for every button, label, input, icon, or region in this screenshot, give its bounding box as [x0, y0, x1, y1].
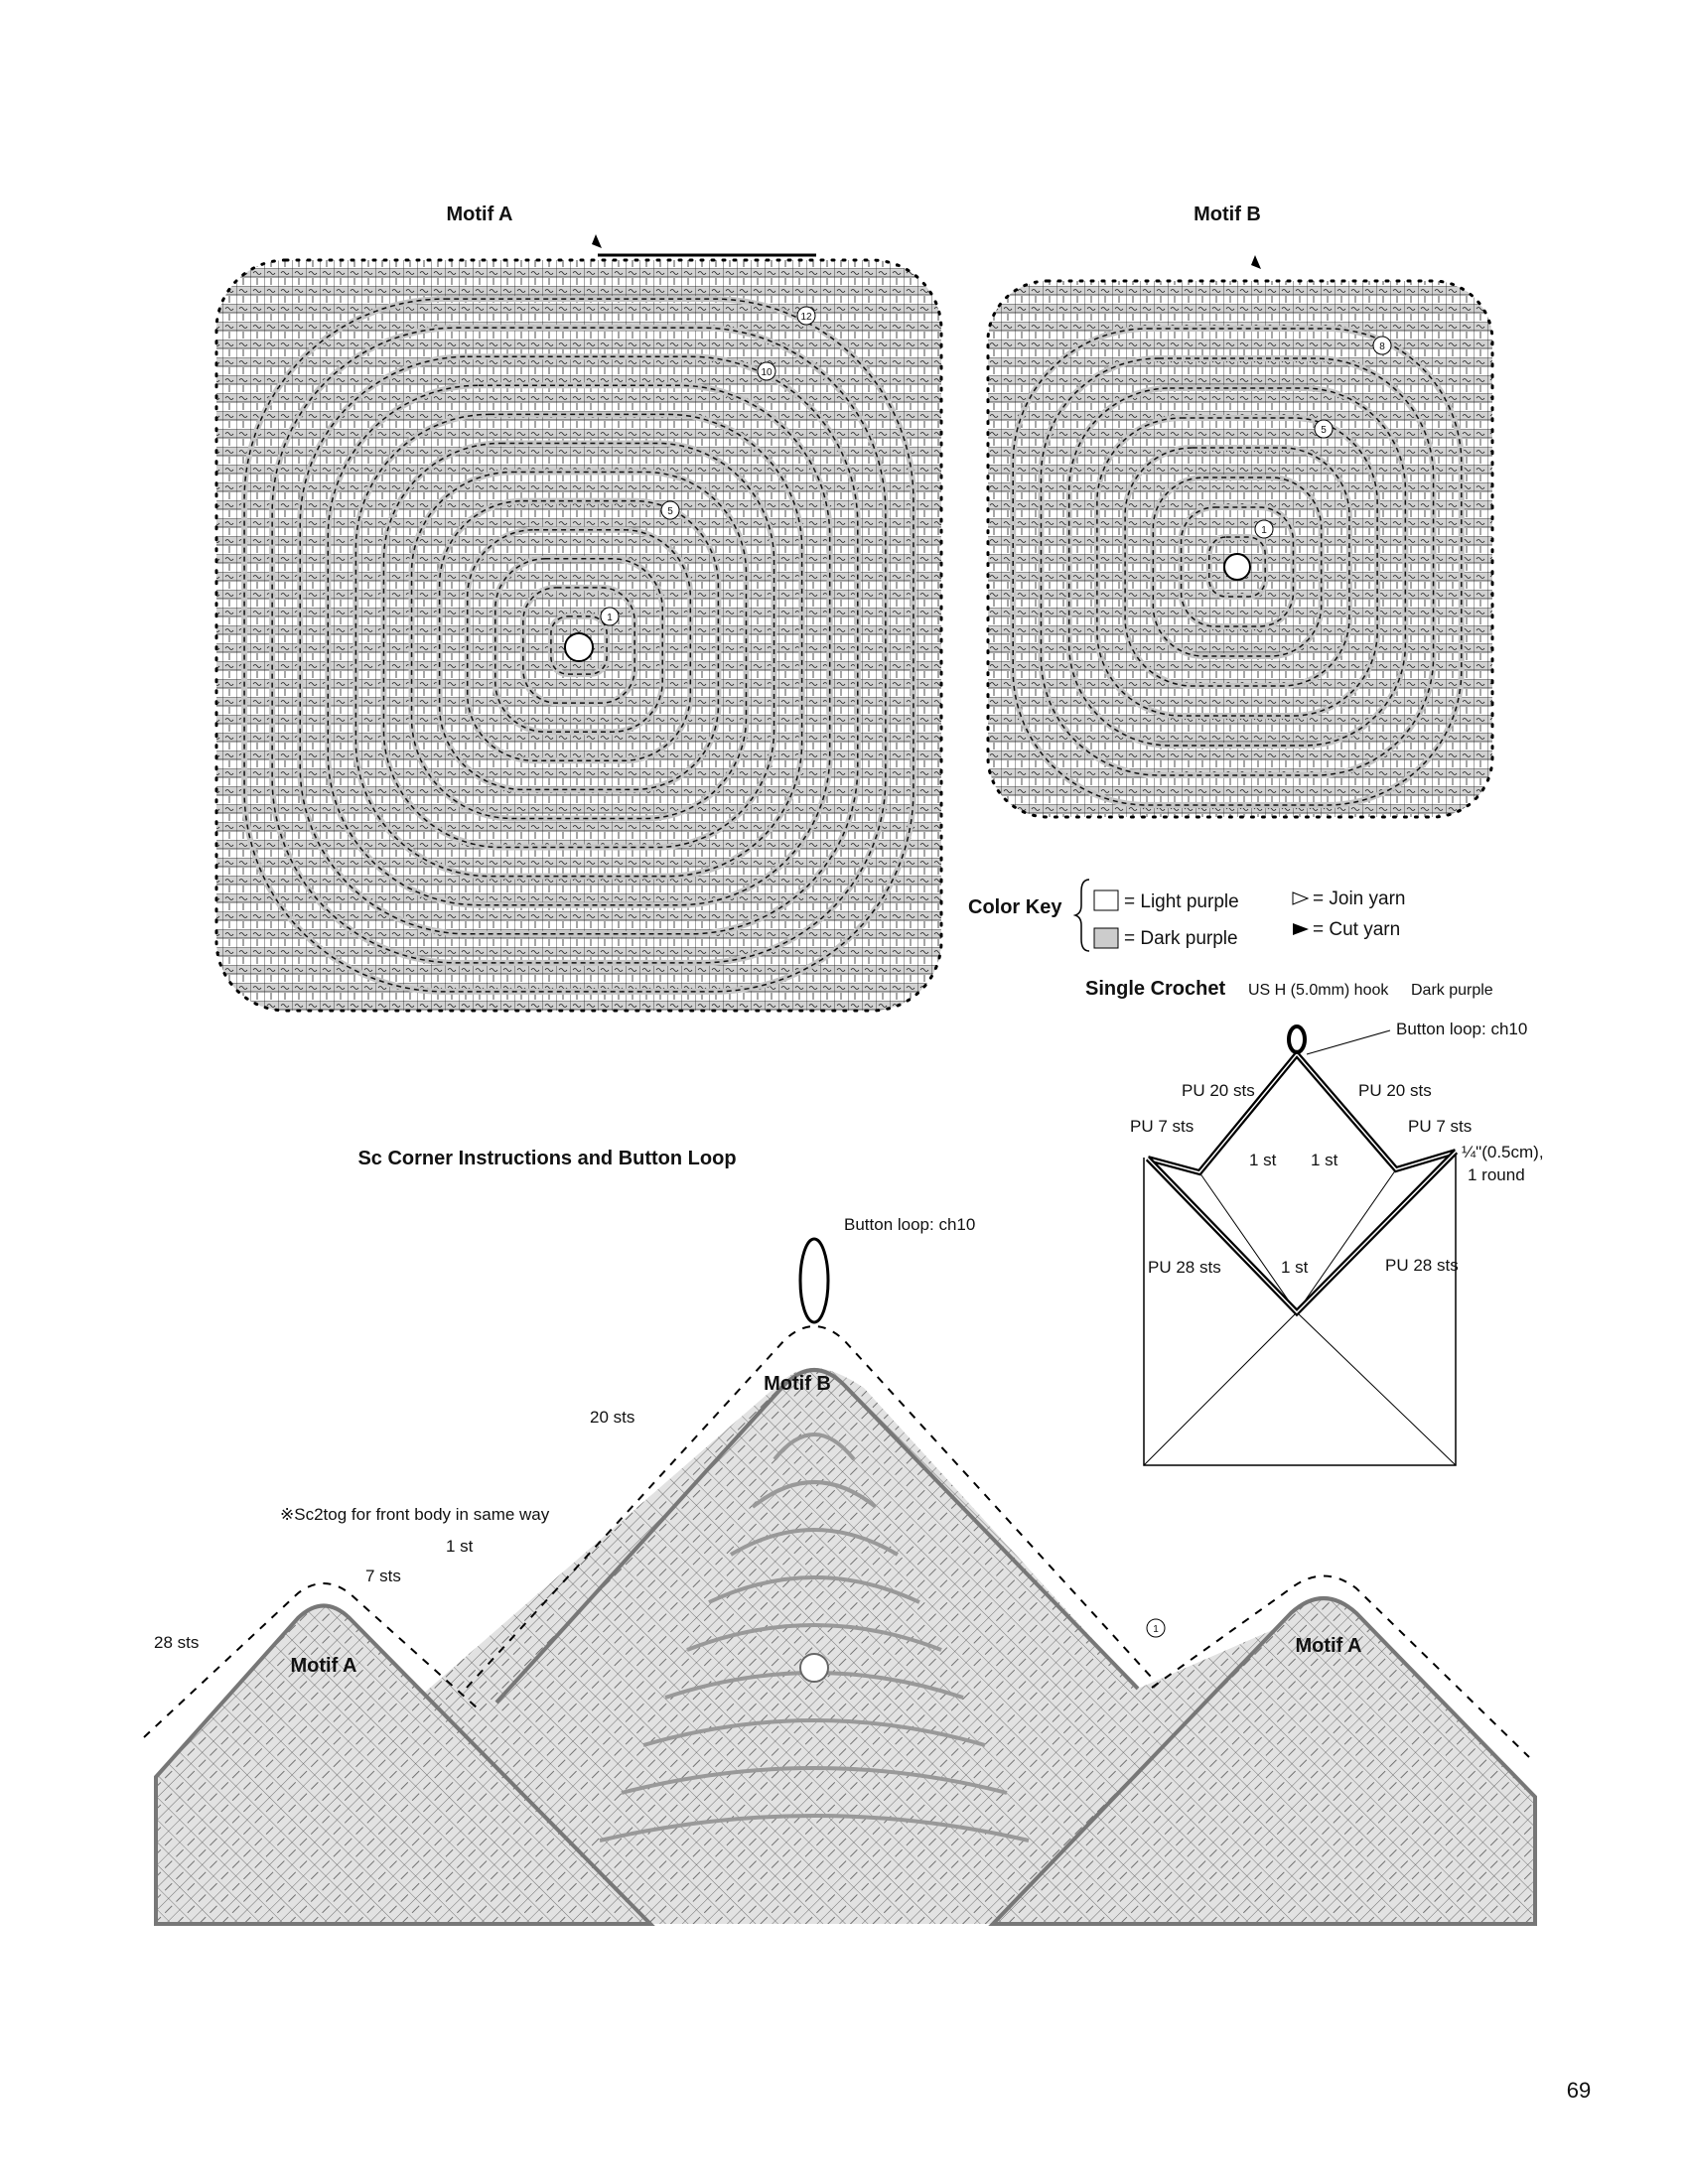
round-line: [410, 471, 748, 820]
round-label-1: 1: [1254, 519, 1274, 539]
cut-yarn-icon: [1293, 923, 1309, 935]
svg-text:= Join yarn: = Join yarn: [1313, 888, 1405, 909]
svg-text:Dark purple: Dark purple: [1411, 982, 1493, 999]
svg-text:PU 28 sts: PU 28 sts: [1385, 1256, 1459, 1275]
dark-purple-swatch: [1093, 927, 1119, 949]
svg-text:※Sc2tog for front body in same: ※Sc2tog for front body in same way: [280, 1505, 550, 1524]
round-line: [327, 384, 831, 906]
svg-text:10: 10: [761, 367, 773, 378]
button-loop-icon: [1287, 1024, 1307, 1054]
svg-text:5: 5: [1321, 425, 1327, 436]
round-label-1: 1: [600, 607, 620, 626]
svg-text:= Light purple: = Light purple: [1124, 891, 1239, 912]
round-arc: [729, 1528, 900, 1557]
svg-text:1: 1: [607, 613, 613, 623]
motif-a-title: Motif A: [446, 204, 512, 225]
round-arc: [642, 1718, 986, 1747]
round-line: [382, 442, 775, 849]
magic-ring-icon: [1223, 553, 1251, 581]
color-key: Color Key = Light purple = Dark purple =…: [968, 879, 1405, 952]
round-line: [438, 499, 720, 791]
svg-text:PU 7 sts: PU 7 sts: [1408, 1117, 1472, 1136]
svg-text:US H (5.0mm) hook: US H (5.0mm) hook: [1248, 982, 1389, 999]
round-line: [466, 528, 692, 762]
motif-a-chart: 12 10 5 1: [214, 234, 943, 1013]
svg-text:= Cut yarn: = Cut yarn: [1313, 919, 1400, 940]
cut-yarn-marker-icon: [1251, 255, 1261, 269]
round-line: [1150, 475, 1325, 659]
round-arc: [708, 1575, 920, 1604]
svg-text:7 sts: 7 sts: [365, 1567, 401, 1585]
cut-yarn-marker-icon: [592, 234, 602, 248]
round-line: [522, 587, 635, 704]
join-yarn-icon: [1292, 891, 1310, 905]
svg-text:PU 28 sts: PU 28 sts: [1148, 1258, 1221, 1277]
page-number: 69: [1567, 2078, 1591, 2103]
round-label-12: 12: [796, 306, 816, 326]
round-line: [243, 298, 914, 993]
round-line: [1180, 506, 1295, 627]
round-label-8: 8: [1372, 336, 1392, 355]
svg-text:Motif B: Motif B: [764, 1373, 831, 1395]
color-key-title: Color Key: [968, 896, 1062, 918]
svg-text:Single Crochet: Single Crochet: [1085, 978, 1225, 1000]
round-line: [1208, 536, 1266, 598]
svg-text:12: 12: [800, 312, 812, 323]
svg-text:= Dark purple: = Dark purple: [1124, 928, 1238, 949]
round-line: [354, 413, 803, 878]
corner-section-title: Sc Corner Instructions and Button Loop: [357, 1148, 736, 1169]
svg-text:Motif A: Motif A: [290, 1655, 356, 1677]
round-label-1: 1: [1146, 1618, 1166, 1638]
single-crochet-diagram: Single Crochet US H (5.0mm) hook Dark pu…: [1085, 978, 1544, 1466]
round-label-5: 5: [1314, 419, 1334, 439]
svg-text:PU 7 sts: PU 7 sts: [1130, 1117, 1194, 1136]
round-line: [1124, 447, 1350, 687]
svg-text:PU 20 sts: PU 20 sts: [1182, 1081, 1255, 1100]
button-loop-icon: [798, 1237, 830, 1324]
round-arc: [599, 1814, 1030, 1843]
round-label-10: 10: [757, 361, 776, 381]
round-line: [299, 355, 859, 935]
round-line: [269, 325, 889, 966]
round-line: [1012, 328, 1463, 806]
svg-text:PU 20 sts: PU 20 sts: [1358, 1081, 1432, 1100]
round-line: [550, 615, 608, 675]
svg-text:Button loop: ch10: Button loop: ch10: [1396, 1020, 1527, 1038]
magic-ring-icon: [564, 632, 594, 662]
motif-b-chart: 8 5 1: [986, 255, 1494, 819]
svg-text:20 sts: 20 sts: [590, 1408, 634, 1427]
corner-chart: Button loop: ch10 Motif B 20 sts ※Sc2tog…: [143, 1215, 1537, 1926]
svg-text:Button loop: ch10: Button loop: ch10: [844, 1215, 975, 1234]
svg-text:28 sts: 28 sts: [154, 1633, 199, 1652]
svg-text:1: 1: [1153, 1624, 1159, 1635]
round-arc: [751, 1480, 878, 1509]
light-purple-swatch: [1093, 889, 1119, 911]
round-arc: [621, 1766, 1008, 1795]
round-arc: [686, 1623, 942, 1652]
round-label-5: 5: [660, 500, 680, 520]
svg-text:8: 8: [1379, 341, 1385, 352]
svg-text:¼"(0.5cm),: ¼"(0.5cm),: [1462, 1143, 1544, 1161]
motif-b-title: Motif B: [1194, 204, 1261, 225]
round-line: [494, 558, 663, 733]
svg-text:1 round: 1 round: [1468, 1165, 1525, 1184]
svg-text:Motif A: Motif A: [1295, 1635, 1361, 1657]
svg-text:1 st: 1 st: [1249, 1151, 1277, 1169]
round-line: [1096, 417, 1378, 717]
svg-text:1 st: 1 st: [446, 1537, 474, 1556]
round-line: [1040, 357, 1435, 776]
bag-outline: [1143, 1154, 1457, 1466]
svg-text:1 st: 1 st: [1281, 1258, 1309, 1277]
svg-text:1: 1: [1261, 525, 1267, 536]
round-arc: [773, 1433, 856, 1461]
svg-text:1 st: 1 st: [1311, 1151, 1338, 1169]
svg-text:5: 5: [667, 506, 673, 517]
round-line: [1067, 387, 1407, 747]
